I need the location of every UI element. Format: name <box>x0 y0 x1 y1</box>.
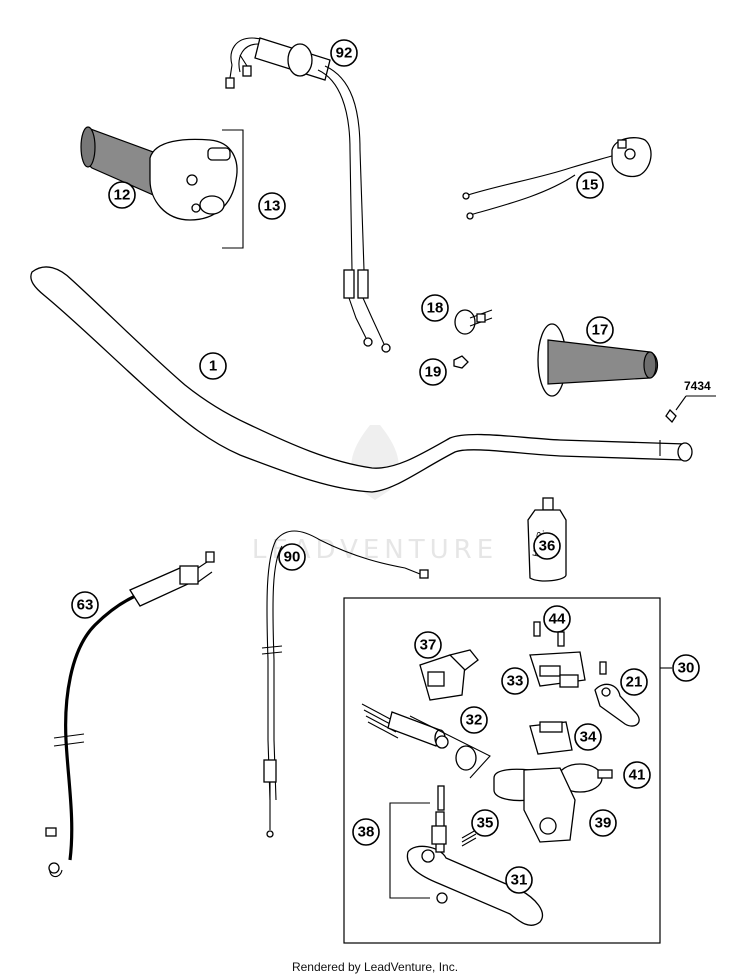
callout-circle <box>460 706 488 734</box>
callout-label: 32 <box>466 712 483 729</box>
callout-circle <box>471 809 499 837</box>
callout-circle <box>589 809 617 837</box>
bracket-38 <box>389 802 430 899</box>
handlebar <box>30 266 693 493</box>
callout-circle <box>414 631 442 659</box>
callout-1: 1 <box>199 352 227 380</box>
piston-assembly <box>361 703 491 779</box>
throttle-cables <box>225 37 391 353</box>
callout-circle <box>330 39 358 67</box>
callout-31: 31 <box>505 866 533 894</box>
kill-switch <box>462 137 652 220</box>
callout-circle <box>421 294 449 322</box>
footer: Rendered by LeadVenture, Inc. <box>0 960 750 974</box>
callout-34: 34 <box>574 723 602 751</box>
callout-37: 37 <box>414 631 442 659</box>
callout-63: 63 <box>71 591 99 619</box>
callout-44: 44 <box>543 605 571 633</box>
cable-tie <box>454 309 493 335</box>
speedometer-cable <box>45 551 215 878</box>
master-cylinder-clamp <box>419 649 479 701</box>
callout-label: 15 <box>582 177 599 194</box>
callout-circle <box>501 667 529 695</box>
callout-label: 38 <box>358 824 375 841</box>
callout-21: 21 <box>620 668 648 696</box>
callout-circle <box>278 543 306 571</box>
footer-text: Rendered by LeadVenture, Inc. <box>291 960 459 974</box>
callout-circle <box>199 352 227 380</box>
callout-circle <box>71 591 99 619</box>
assembly-box <box>343 597 661 944</box>
clutch-cable <box>261 530 429 838</box>
callout-circle <box>543 605 571 633</box>
callout-label: 90 <box>284 549 301 566</box>
housing-bracket <box>222 129 244 249</box>
callout-label: 34 <box>580 729 597 746</box>
brake-lever-small <box>594 661 640 727</box>
callout-circle <box>352 818 380 846</box>
callout-label: 63 <box>77 597 94 614</box>
callout-label: 17 <box>592 322 609 339</box>
left-grip <box>537 323 659 397</box>
callout-circle <box>586 316 614 344</box>
callout-circle <box>505 866 533 894</box>
callout-33: 33 <box>501 667 529 695</box>
nut <box>453 355 469 369</box>
callout-label: 18 <box>427 300 444 317</box>
reservoir-cover <box>529 621 586 688</box>
callout-30: 30 <box>672 654 700 682</box>
callout-circle <box>419 358 447 386</box>
callout-label: 30 <box>678 660 695 677</box>
callout-circle <box>258 192 286 220</box>
callout-label: 13 <box>264 198 281 215</box>
callout-label: 37 <box>420 637 437 654</box>
parts-diagram: LEADVENTURE <box>30 37 716 944</box>
callout-label: 39 <box>595 815 612 832</box>
callout-92: 92 <box>330 39 358 67</box>
callout-38: 38 <box>352 818 380 846</box>
reference-label-7434: 7434 <box>684 379 711 393</box>
callout-label: 44 <box>549 611 566 628</box>
callout-circle <box>576 171 604 199</box>
callout-39: 39 <box>589 809 617 837</box>
callout-circle <box>108 181 136 209</box>
callout-label: 41 <box>629 767 646 784</box>
callout-15: 15 <box>576 171 604 199</box>
callout-circle <box>574 723 602 751</box>
throttle-grip <box>80 126 238 221</box>
callout-36: 36 <box>533 532 561 560</box>
callout-18: 18 <box>421 294 449 322</box>
diaphragm <box>529 721 573 755</box>
callout-13: 13 <box>258 192 286 220</box>
callout-label: 35 <box>477 815 494 832</box>
callout-label: 19 <box>425 364 442 381</box>
callout-circle <box>533 532 561 560</box>
callout-41: 41 <box>623 761 651 789</box>
callout-32: 32 <box>460 706 488 734</box>
callout-19: 19 <box>419 358 447 386</box>
handlebar-plug <box>665 408 677 424</box>
callout-90: 90 <box>278 543 306 571</box>
callout-17: 17 <box>586 316 614 344</box>
callout-label: 21 <box>626 674 643 691</box>
callout-label: 12 <box>114 187 131 204</box>
callout-label: 31 <box>511 872 528 889</box>
callout-label: 36 <box>539 538 556 555</box>
master-cylinder-body <box>493 763 613 843</box>
callout-circle <box>623 761 651 789</box>
callout-label: 33 <box>507 673 524 690</box>
callout-label: 1 <box>209 358 217 375</box>
callout-12: 12 <box>108 181 136 209</box>
callout-35: 35 <box>471 809 499 837</box>
callout-circle <box>620 668 648 696</box>
brake-lever <box>406 785 544 926</box>
callout-label: 92 <box>336 45 353 62</box>
callout-circle <box>672 654 700 682</box>
